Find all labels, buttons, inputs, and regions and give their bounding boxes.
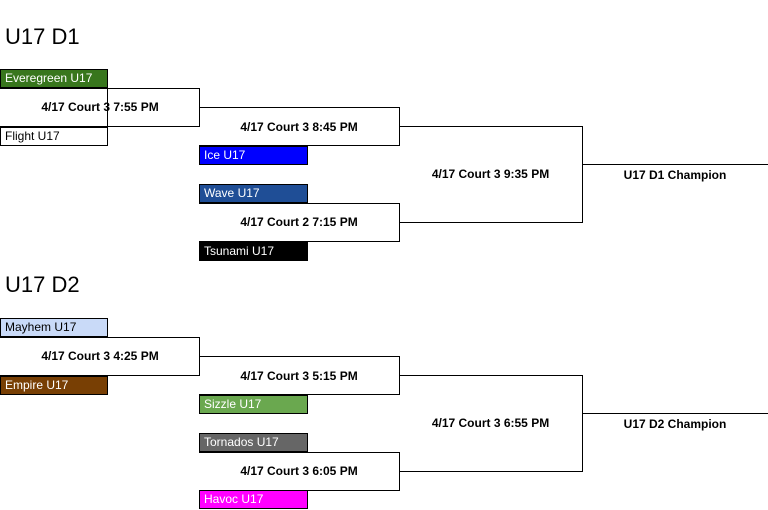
- game-label-d1-semi1: 4/17 Court 3 8:45 PM: [240, 120, 358, 134]
- bracket-line: [199, 394, 400, 395]
- game-label-d1-r1: 4/17 Court 3 7:55 PM: [41, 100, 159, 114]
- game-label-d2-r1: 4/17 Court 3 4:25 PM: [41, 349, 159, 363]
- division-title: U17 D1: [5, 24, 80, 49]
- team-slot-d1-r1-bottom: Flight U17: [0, 127, 108, 146]
- champion-label-d1: U17 D1 Champion: [623, 168, 727, 182]
- bracket-line: [582, 164, 768, 165]
- bracket-line: [582, 375, 583, 472]
- game-label-d2-semi2: 4/17 Court 3 6:05 PM: [240, 464, 358, 478]
- team-slot-d2-r1-bottom: Empire U17: [0, 376, 108, 395]
- bracket-line: [399, 126, 583, 127]
- team-slot-d1-semi2-top: Wave U17: [199, 184, 308, 203]
- bracket-line: [199, 145, 400, 146]
- bracket-line: [0, 337, 200, 338]
- division-title: U17 D2: [5, 272, 80, 297]
- game-label-d2-semi1: 4/17 Court 3 5:15 PM: [240, 369, 358, 383]
- bracket-line: [199, 241, 400, 242]
- bracket-line: [0, 126, 200, 127]
- game-label-d2-final: 4/17 Court 3 6:55 PM: [431, 416, 550, 430]
- bracket-line: [199, 452, 400, 453]
- game-label-d1-semi2: 4/17 Court 2 7:15 PM: [240, 215, 358, 229]
- team-slot-d2-semi2-top: Tornados U17: [199, 433, 308, 452]
- team-slot-d1-semi1-bottom: Ice U17: [199, 146, 308, 165]
- team-slot-d1-semi2-bottom: Tsunami U17: [199, 242, 308, 261]
- champion-label-d2: U17 D2 Champion: [623, 417, 727, 431]
- team-slot-d2-r1-top: Mayhem U17: [0, 318, 108, 337]
- bracket-line: [582, 413, 768, 414]
- bracket-line: [199, 107, 400, 108]
- game-label-d1-final: 4/17 Court 3 9:35 PM: [431, 167, 550, 181]
- bracket-line: [399, 375, 583, 376]
- bracket-line: [107, 88, 108, 146]
- bracket-line: [199, 356, 400, 357]
- bracket-line: [199, 203, 400, 204]
- bracket-line: [582, 126, 583, 223]
- team-slot-d2-semi2-bottom: Havoc U17: [199, 490, 308, 509]
- bracket-line: [399, 222, 583, 223]
- bracket-line: [0, 375, 200, 376]
- bracket-line: [0, 88, 200, 89]
- team-slot-d2-semi1-bottom: Sizzle U17: [199, 395, 308, 414]
- team-slot-d1-r1-top: Everegreen U17: [0, 69, 108, 88]
- bracket-line: [399, 471, 583, 472]
